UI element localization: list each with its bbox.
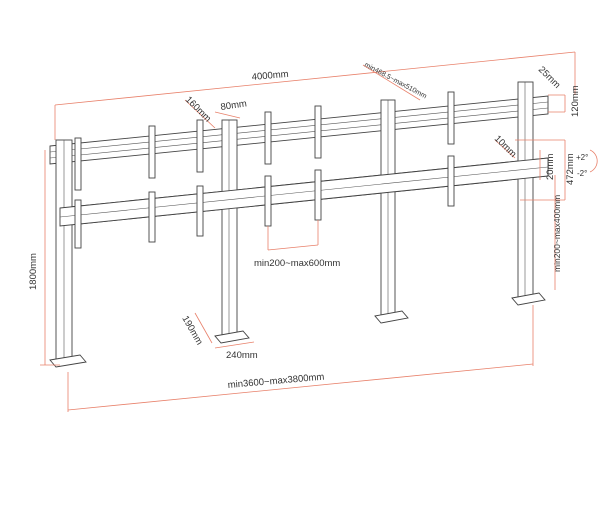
upright-3 bbox=[374, 99, 409, 324]
dimension-lines bbox=[40, 51, 598, 412]
bracket bbox=[74, 137, 82, 191]
bracket bbox=[264, 175, 272, 227]
label-rail-height: 120mm bbox=[570, 85, 581, 117]
bracket bbox=[314, 169, 322, 221]
bracket bbox=[148, 191, 156, 243]
upright-2 bbox=[214, 119, 250, 344]
bracket bbox=[196, 119, 204, 173]
bracket bbox=[74, 199, 82, 249]
bracket bbox=[314, 105, 322, 159]
label-foot-width: 240mm bbox=[226, 350, 258, 361]
label-rail-depth: 25mm bbox=[536, 64, 563, 91]
label-vertical-range: min200~max400mm bbox=[552, 195, 562, 272]
label-base-span: min3600~max3800mm bbox=[227, 372, 325, 391]
bracket bbox=[447, 91, 455, 145]
label-height: 1800mm bbox=[28, 253, 39, 290]
label-adjust: 20mm bbox=[545, 154, 556, 180]
label-tilt-plus: +2° bbox=[576, 153, 588, 162]
upright-4 bbox=[511, 81, 546, 306]
bracket bbox=[196, 185, 204, 237]
bracket bbox=[264, 111, 272, 165]
label-total-width: 4000mm bbox=[251, 69, 289, 83]
label-column-spacing-top: min468.5~max510mm bbox=[363, 62, 428, 101]
label-clamp-width: 80mm bbox=[220, 98, 248, 113]
bracket bbox=[447, 155, 455, 207]
upright-1 bbox=[49, 139, 87, 368]
display-brackets bbox=[74, 91, 455, 249]
upper-rail bbox=[49, 95, 549, 165]
label-rail-spacing: 472mm bbox=[565, 153, 576, 185]
label-bracket-spacing: min200~max600mm bbox=[254, 258, 340, 269]
label-foot-depth: 190mm bbox=[179, 314, 204, 347]
bracket bbox=[148, 125, 156, 179]
label-tilt-minus: -2° bbox=[577, 169, 587, 178]
label-offset: 10mm bbox=[492, 133, 519, 160]
